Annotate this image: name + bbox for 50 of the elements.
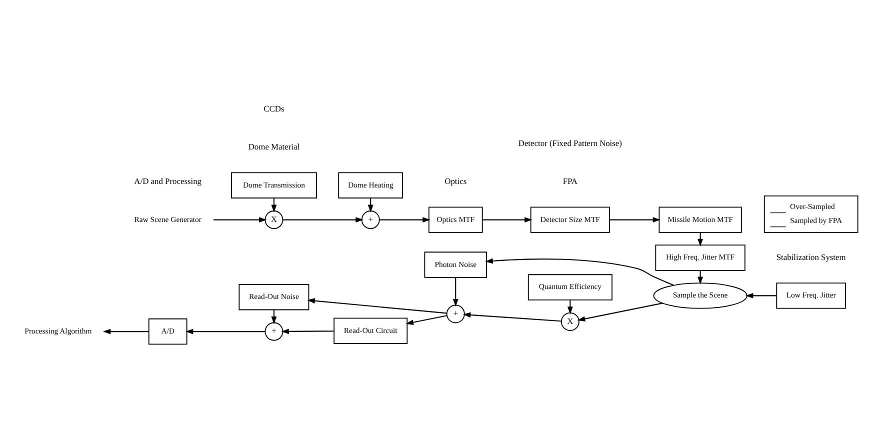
node-circle: + bbox=[446, 304, 465, 324]
legend-label: Sampled by FPA bbox=[790, 216, 842, 226]
label: Optics bbox=[444, 176, 467, 186]
label: FPA bbox=[562, 176, 578, 186]
node-box: Low Freq. Jitter bbox=[776, 282, 846, 309]
arrow bbox=[698, 232, 704, 247]
arrow bbox=[102, 328, 149, 334]
label: Detector (Fixed Pattern Noise) bbox=[518, 138, 622, 148]
arrow bbox=[745, 292, 776, 298]
label: A/D and Processing bbox=[134, 176, 202, 186]
arrow bbox=[214, 217, 267, 222]
node-box: Detector Size MTF bbox=[530, 206, 610, 233]
node-box: High Freq. Jitter MTF bbox=[655, 244, 746, 271]
arrow bbox=[482, 217, 532, 222]
node-circle: + bbox=[264, 322, 284, 341]
label: Stabilization System bbox=[776, 252, 846, 262]
arrow bbox=[698, 270, 704, 285]
arrow bbox=[368, 198, 374, 213]
node-box: Photon Noise bbox=[424, 252, 487, 278]
arrow bbox=[271, 198, 277, 213]
node-box: Read-Out Circuit bbox=[334, 318, 408, 344]
node-ellipse: Sample the Scene bbox=[653, 282, 748, 309]
arrow bbox=[462, 312, 562, 322]
arrow bbox=[610, 217, 661, 222]
node-box: Read-Out Noise bbox=[238, 284, 310, 310]
arrow bbox=[282, 217, 364, 222]
node-circle: X bbox=[560, 312, 580, 331]
arrow bbox=[406, 315, 447, 326]
node-box: Optics MTF bbox=[428, 206, 483, 233]
node-box: Dome Transmission bbox=[230, 172, 317, 198]
node-text: Processing Algorithm bbox=[24, 326, 92, 336]
arrow bbox=[307, 298, 447, 314]
arrow bbox=[185, 328, 266, 334]
arrow bbox=[452, 278, 458, 307]
node-text: Raw Scene Generator bbox=[134, 214, 202, 224]
legend-label: Over-Sampled bbox=[790, 202, 835, 212]
label: CCDs bbox=[264, 104, 284, 114]
arrow bbox=[485, 258, 674, 286]
arrow bbox=[567, 300, 573, 314]
node-box: Dome Heating bbox=[338, 172, 404, 198]
node-box: Missile Motion MTF bbox=[658, 206, 742, 233]
label: Dome Material bbox=[248, 142, 300, 152]
arrow bbox=[380, 217, 430, 222]
node-box: Quantum Efficiency bbox=[528, 274, 612, 300]
arrow bbox=[271, 310, 277, 324]
node-circle: X bbox=[264, 210, 284, 230]
arrow bbox=[281, 328, 334, 334]
node-circle: + bbox=[361, 210, 380, 230]
node-box: A/D bbox=[148, 318, 188, 345]
arrow bbox=[577, 302, 663, 322]
